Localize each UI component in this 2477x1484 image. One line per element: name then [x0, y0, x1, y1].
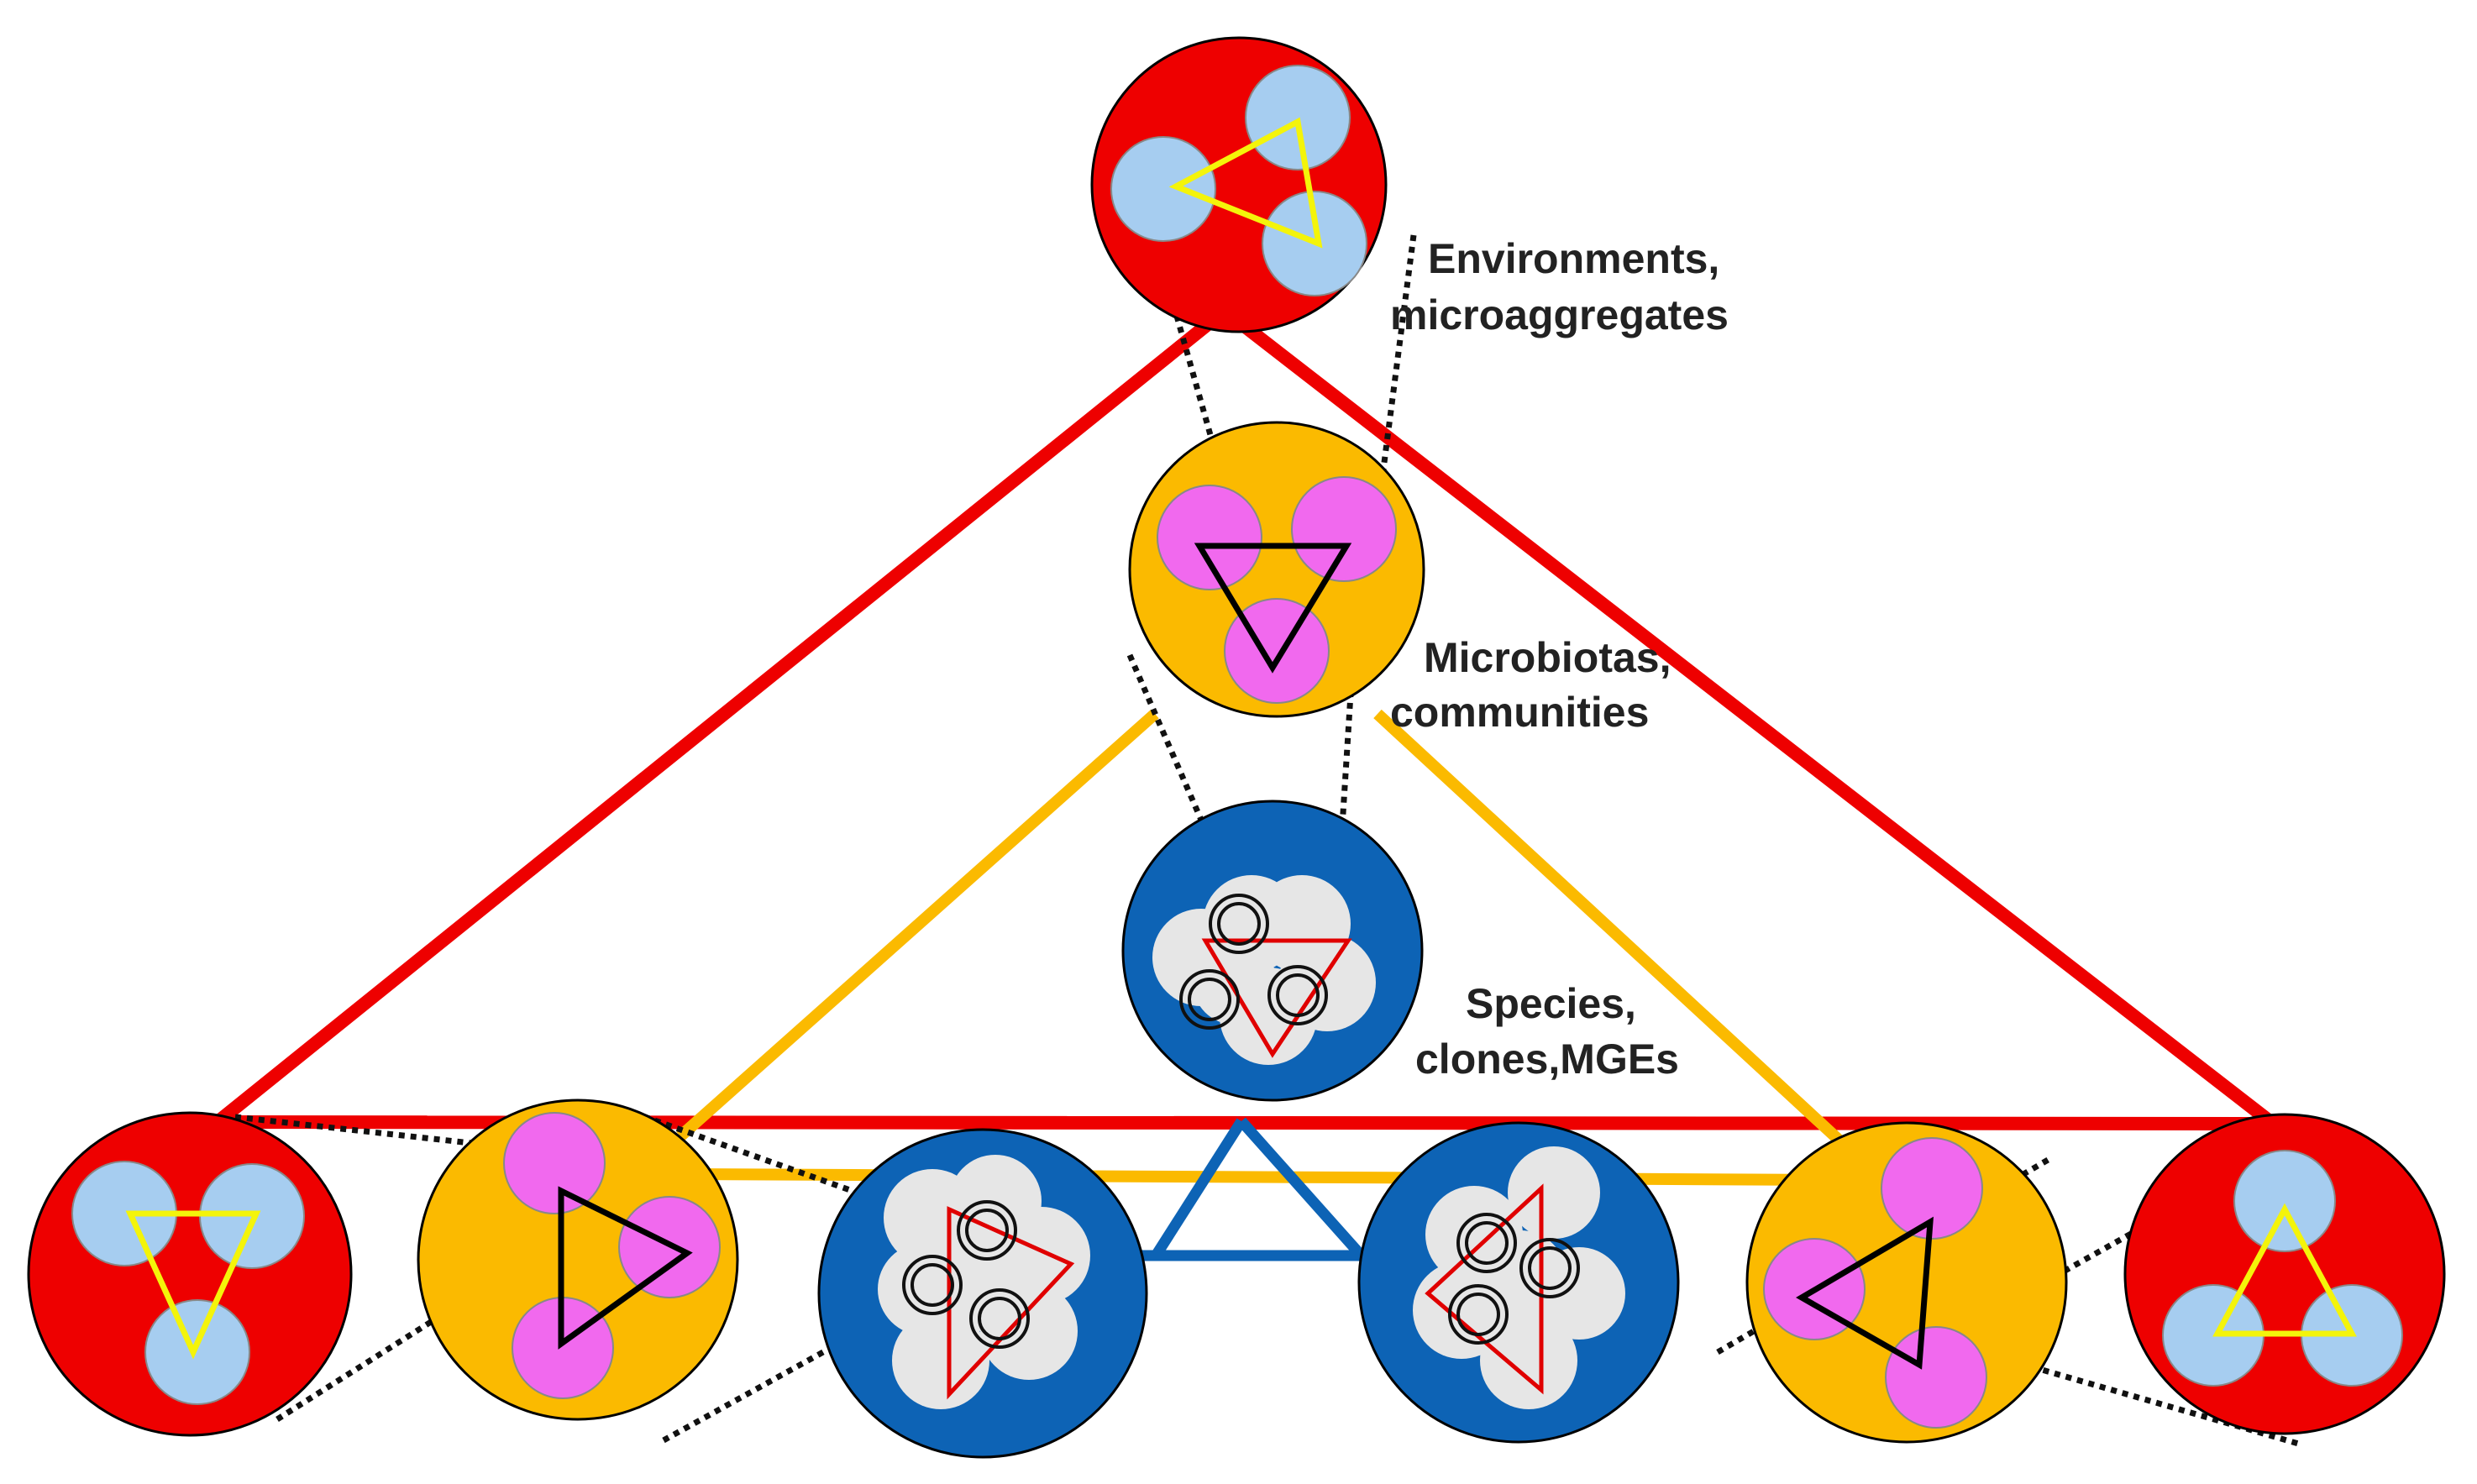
species-circle-top	[1121, 800, 1424, 1102]
community-circle-left	[417, 1099, 739, 1421]
environment-circle-right	[2123, 1113, 2446, 1435]
species-label-line1: Species,	[1466, 980, 1636, 1027]
species-label-line2: clones,MGEs	[1415, 1036, 1679, 1083]
environment-circle-top	[1090, 36, 1388, 333]
community-circle-top	[1128, 421, 1425, 718]
community-circle-right	[1745, 1121, 2068, 1444]
species-circle-left	[817, 1128, 1148, 1459]
environment-circle-left	[27, 1111, 353, 1437]
species-triangle-lines	[1134, 1117, 1369, 1261]
environments-label-line1: Environments,	[1428, 235, 1719, 282]
microbiotas-label-line2: communities	[1390, 689, 1649, 736]
microbiotas-label-line1: Microbiotas,	[1424, 634, 1671, 681]
species-circle-right	[1357, 1121, 1680, 1444]
environments-label-line2: microaggregates	[1390, 291, 1729, 338]
